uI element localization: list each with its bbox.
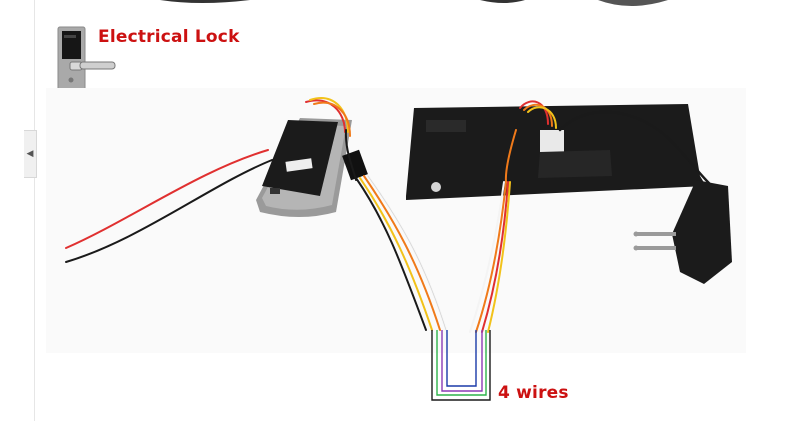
four-wire-bracket [431,330,491,401]
collapse-toggle[interactable]: ◀ [24,130,37,178]
collapse-arrow-icon: ◀ [26,149,34,159]
monitor-wires [469,100,714,333]
page-left-border [34,0,35,421]
electrical-lock-label: Electrical Lock [98,27,240,47]
outdoor-unit-wires [305,97,447,331]
lock-cable [65,149,273,263]
top-cropped-objects [160,0,668,6]
four-wires-label: 4 wires [498,383,569,403]
power-plug-icon [633,180,732,284]
door-handle-icon [69,61,116,71]
indoor-monitor [406,104,706,200]
outdoor-camera-unit [256,118,352,217]
